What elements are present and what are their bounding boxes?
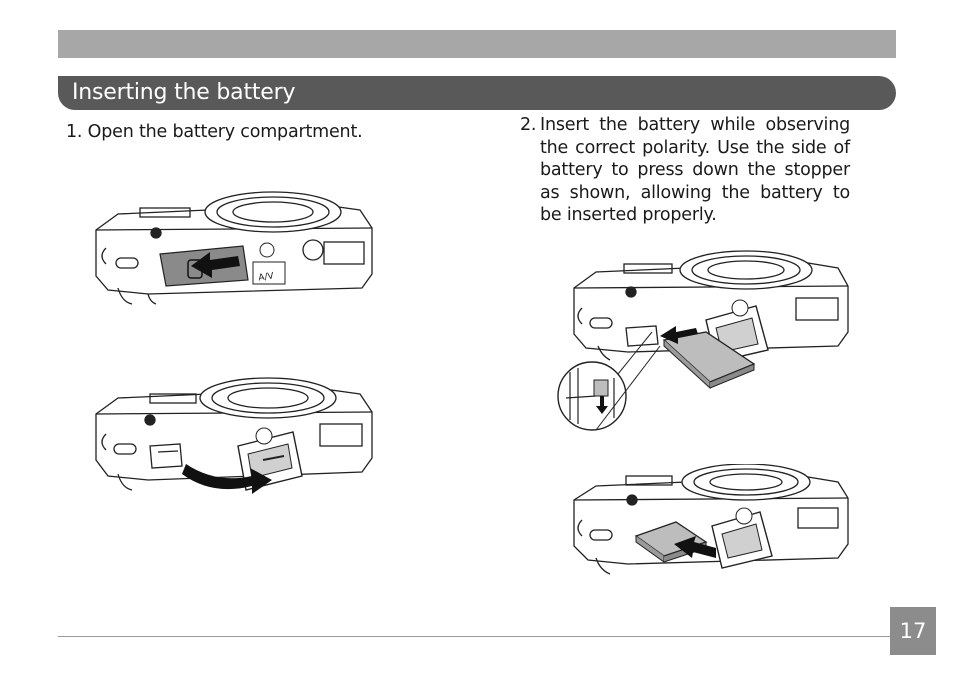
step-2-number: 2. — [520, 115, 537, 135]
slide-arrow-icon — [191, 252, 240, 278]
step-1-text: 1. Open the battery compartment. — [66, 122, 363, 142]
step-2-block: 2. Insert the battery while observing th… — [520, 114, 850, 227]
swing-arrow-icon — [182, 464, 272, 494]
camera-battery-inserted-illustration — [573, 464, 849, 575]
page-number: 17 — [890, 607, 936, 655]
stopper-down-arrow-icon — [596, 396, 608, 414]
header-band — [58, 30, 896, 58]
camera-door-open-illustration — [95, 377, 373, 494]
camera-open-latch-illustration: A/V — [95, 191, 373, 305]
section-title-bar: Inserting the battery — [58, 76, 896, 110]
av-port-label: A/V — [258, 271, 275, 283]
camera-insert-battery-illustration — [557, 250, 849, 431]
step-2-text: Insert the battery while observing the c… — [540, 115, 850, 225]
insert-arrow-icon — [660, 326, 698, 344]
section-title: Inserting the battery — [72, 80, 296, 105]
push-arrow-icon — [674, 536, 716, 558]
footer-rule — [58, 636, 890, 637]
